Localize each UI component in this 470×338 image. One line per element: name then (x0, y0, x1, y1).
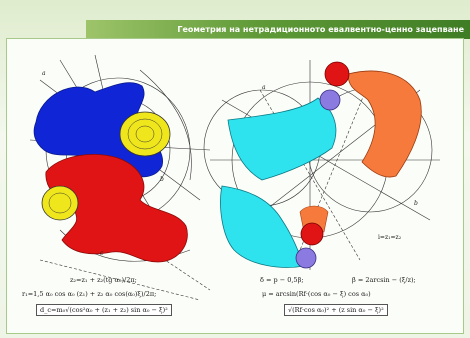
slide-title: Геометрия на нетрадиционното евалвентно-… (86, 20, 470, 39)
left-formula-3: d_c=m₀√(cos²α₀ + (z₁ + z₂) sin α₀ − ξ)² (36, 304, 172, 316)
right-formula-4: √(Rf·cos α₀)² + (z sin α₀ − ξ)² (284, 304, 388, 316)
right-formula-2: β = 2arcsin − (ξ/z); (352, 276, 416, 284)
left-label-b: b (160, 176, 164, 183)
cyan-tooth-upper (227, 97, 337, 181)
yellow-roller-lower (41, 185, 79, 221)
right-label-b: b (414, 200, 418, 207)
violet-roller-top (319, 89, 341, 111)
left-formula-1: z₂=z₁ + z₂(tg α₀)/2π; (70, 276, 137, 284)
red-roller-top (324, 61, 350, 87)
yellow-roller-upper (119, 111, 171, 157)
violet-roller-bottom (295, 247, 317, 269)
left-label-c: c (100, 250, 104, 257)
red-gear-tooth (45, 154, 188, 263)
left-formula-2: r₁=1,5 α₀ cos α₀ (z₁) + z₂ α₀ cos(α₀)ξ)/… (22, 290, 157, 298)
right-formula-1: δ = p − 0,5β; (260, 276, 304, 284)
left-label-a: a (42, 70, 46, 77)
right-label-a: a (262, 84, 266, 91)
red-roller-bottom (300, 222, 324, 246)
orange-tooth (347, 70, 422, 178)
right-formula-3: μ = arcsin(Rf·(cos α₀ − ξ) cos α₀) (262, 290, 371, 298)
blue-gear-tooth (33, 82, 164, 178)
ratio-label: i=z₁=z₂ (378, 234, 402, 241)
